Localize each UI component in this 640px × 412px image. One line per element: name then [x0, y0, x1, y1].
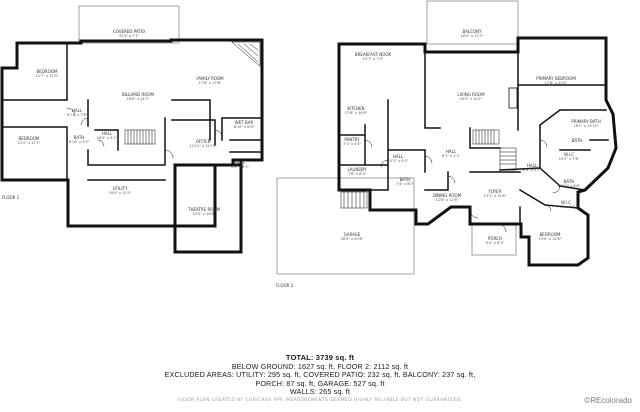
room-dim: 28'4" x 20'8" [341, 237, 364, 241]
room-name: FOYER [489, 189, 502, 194]
room-dim: 3'1" x 4'4" [343, 142, 362, 146]
room-dim: 7'4" x 4'4" [557, 205, 576, 209]
room-dim: 20'0" x 14'2" [460, 97, 483, 101]
floor-1-plan [0, 5, 264, 254]
room-dim: 16'4" x 4'1" [97, 136, 118, 140]
room-dim: 13'0" x 14'8" [539, 237, 562, 241]
room-dim: 11'8" x 12'8" [436, 198, 459, 202]
room-dim: 8'10" x 8'0" [234, 125, 255, 129]
room-dim: 12'7" x 12'3" [36, 74, 59, 78]
summary-line-2: EXCLUDED AREAS: UTILITY: 295 sq. ft, COV… [164, 370, 476, 379]
garage-outline [276, 177, 415, 275]
room-name: HALL [446, 149, 457, 154]
room-name: LAUNDRY [347, 167, 367, 172]
floor-2-interior-walls [338, 51, 609, 225]
room-name: HALL [235, 160, 246, 165]
fireplace [508, 87, 518, 109]
room-dim: 12'2" x 11'1" [18, 141, 41, 145]
floor-2-door-swings [364, 139, 561, 233]
room-name: PORCH [488, 236, 502, 241]
room-name: LIVING ROOM [457, 92, 485, 97]
room-dim: 4'0" x 8'3" [231, 165, 250, 169]
room-name: HALL [102, 131, 113, 136]
room-dim: 13'2" x 8'1" [388, 159, 409, 163]
covered-patio-outline [78, 5, 180, 44]
floor-1-stairs [124, 129, 156, 145]
theatre-room-walls [173, 163, 243, 254]
floor-2-label: FLOOR 2 [276, 283, 294, 288]
room-name: BREAKFAST NOOK [355, 52, 392, 57]
room-dim: 13'1" x 14'8" [484, 194, 507, 198]
room-dim: 18'1" x 13'10" [573, 124, 598, 128]
room-dim: 32'4" x 7'1" [119, 34, 140, 38]
room-name: KITCHEN [347, 106, 364, 111]
room-name: DINING ROOM [433, 193, 462, 198]
room-dim: 17'8" x 20'4" [545, 81, 568, 85]
room-name: THEATRE ROOM [187, 207, 221, 212]
room-name: UTILITY [113, 186, 128, 191]
room-dim: 12'11" x 12'11" [189, 144, 217, 148]
floor-1-label: FLOOR 1 [2, 195, 20, 200]
room-dim: 17'8" x 16'8" [345, 111, 368, 115]
room-name: BALCONY [462, 29, 482, 34]
room-name: COVERED PATIO [113, 29, 145, 34]
floor-2-stairs [340, 129, 517, 209]
balcony-outline [426, 0, 519, 45]
floor-1-interior-walls [1, 42, 263, 227]
disclaimer: FLOOR PLAN CREATED BY CUBICASA APP. MEAS… [177, 398, 463, 403]
room-name: BILLIARD ROOM [122, 92, 155, 97]
room-dim: 7'6" x 8'3" [348, 172, 367, 176]
room-name: BEDROOM [19, 136, 40, 141]
floor-2-outer-walls [337, 36, 618, 267]
room-dim: 15'2" x 7'6" [559, 157, 580, 161]
room-name: BATH [572, 138, 583, 143]
room-dim: 9'4" x 8'3" [486, 241, 505, 245]
total-area: TOTAL: 3739 sq. ft [285, 353, 355, 362]
room-name: PRIMARY BEDROOM [536, 76, 576, 81]
room-dim: 8'1" x 1'1" [442, 154, 461, 158]
room-name: HALL [72, 108, 83, 113]
room-name: FAMILY ROOM [196, 76, 224, 81]
room-name: OFFICE [196, 139, 211, 144]
room-dim: 17'8" x 17'8" [199, 81, 222, 85]
summary-line-4: WALLS: 265 sq. ft [289, 387, 351, 396]
room-dim: 8'10" x 5'0" [69, 140, 90, 144]
room-name: GARAGE [344, 232, 361, 237]
floor-1-fireplace-hatch [231, 41, 261, 67]
room-name: BEDROOM [540, 232, 561, 237]
room-name: HALL [527, 163, 538, 168]
room-dim: 12'0" x 18'8" [193, 212, 216, 216]
floor-2-plan [276, 0, 618, 275]
room-name: PRIMARY BATH [571, 119, 600, 124]
area-summary: TOTAL: 3739 sq. ft BELOW GROUND: 1627 sq… [0, 353, 640, 397]
summary-line-3: PORCH: 87 sq. ft, GARAGE: 527 sq. ft [255, 378, 385, 388]
room-dim: 8'8" x 8'1" [523, 168, 542, 172]
room-name: W.I.C [564, 152, 574, 157]
room-name: HALL [393, 154, 404, 159]
room-dim: 10'10" x 8'8" [558, 184, 581, 188]
summary-line-1: BELOW GROUND: 1627 sq. ft, FLOOR 2: 2112… [231, 361, 409, 371]
floor-2-room-labels: BALCONY 18'4" x 12'3" BREAKFAST NOOK 12'… [276, 29, 601, 288]
floor-1-door-swings [66, 107, 223, 159]
room-name: BEDROOM [37, 69, 58, 74]
room-name: W.I.C [561, 200, 571, 205]
room-name: BATH [74, 135, 85, 140]
room-name: WET BAR [235, 120, 254, 125]
room-dim: 12'7" x 7'0" [363, 57, 384, 61]
room-dim: 7'4" x 8'0" [396, 182, 415, 186]
watermark: ©REcolorado [584, 396, 632, 405]
room-dim: 18'4" x 12'3" [461, 34, 484, 38]
floor-1-room-labels: COVERED PATIO 32'4" x 7'1" BEDROOM 12'7"… [2, 29, 255, 216]
room-name: BATH [564, 179, 575, 184]
room-dim: 24'0" x 10'3" [109, 191, 132, 195]
room-name: PANTRY [344, 137, 360, 142]
room-dim: 16'6" x 14'2" [127, 97, 150, 101]
room-name: BATH [400, 177, 411, 182]
room-dim: 6'11" x 7'6" [67, 113, 88, 117]
